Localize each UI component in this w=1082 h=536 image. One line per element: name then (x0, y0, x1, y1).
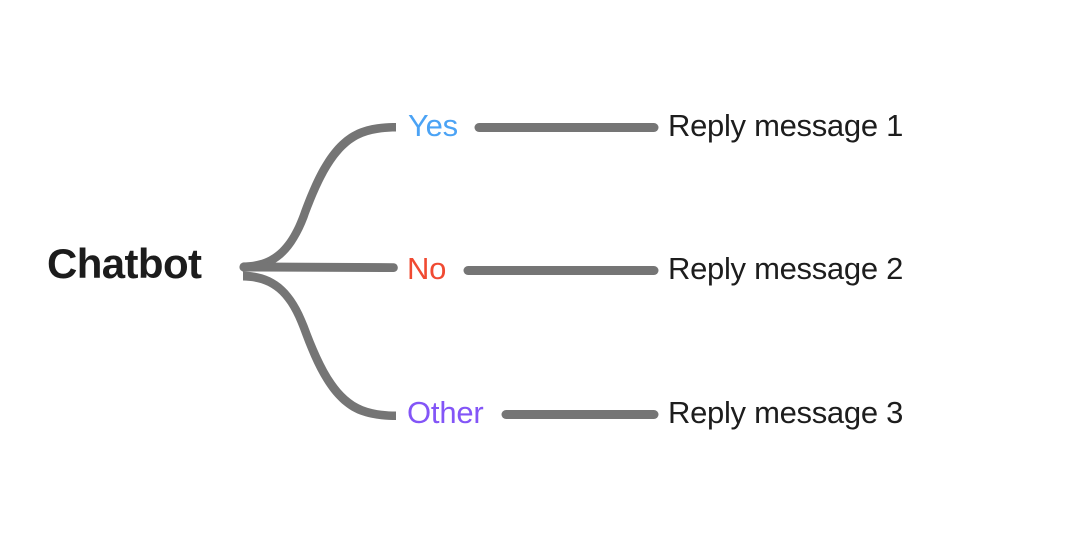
reply-label-2[interactable]: Reply message 2 (668, 251, 904, 286)
reply-label-3[interactable]: Reply message 3 (668, 395, 904, 430)
condition-label-yes[interactable]: Yes (408, 108, 458, 143)
root-junction-cap (239, 262, 249, 272)
condition-label-other[interactable]: Other (407, 395, 484, 430)
condition-label-no[interactable]: No (407, 251, 447, 286)
branch-curve-other (243, 271, 396, 420)
branch-line-no (243, 262, 398, 272)
root-node-label[interactable]: Chatbot (47, 240, 202, 287)
reply-label-1[interactable]: Reply message 1 (668, 108, 904, 143)
branch-curve-yes (243, 123, 396, 272)
